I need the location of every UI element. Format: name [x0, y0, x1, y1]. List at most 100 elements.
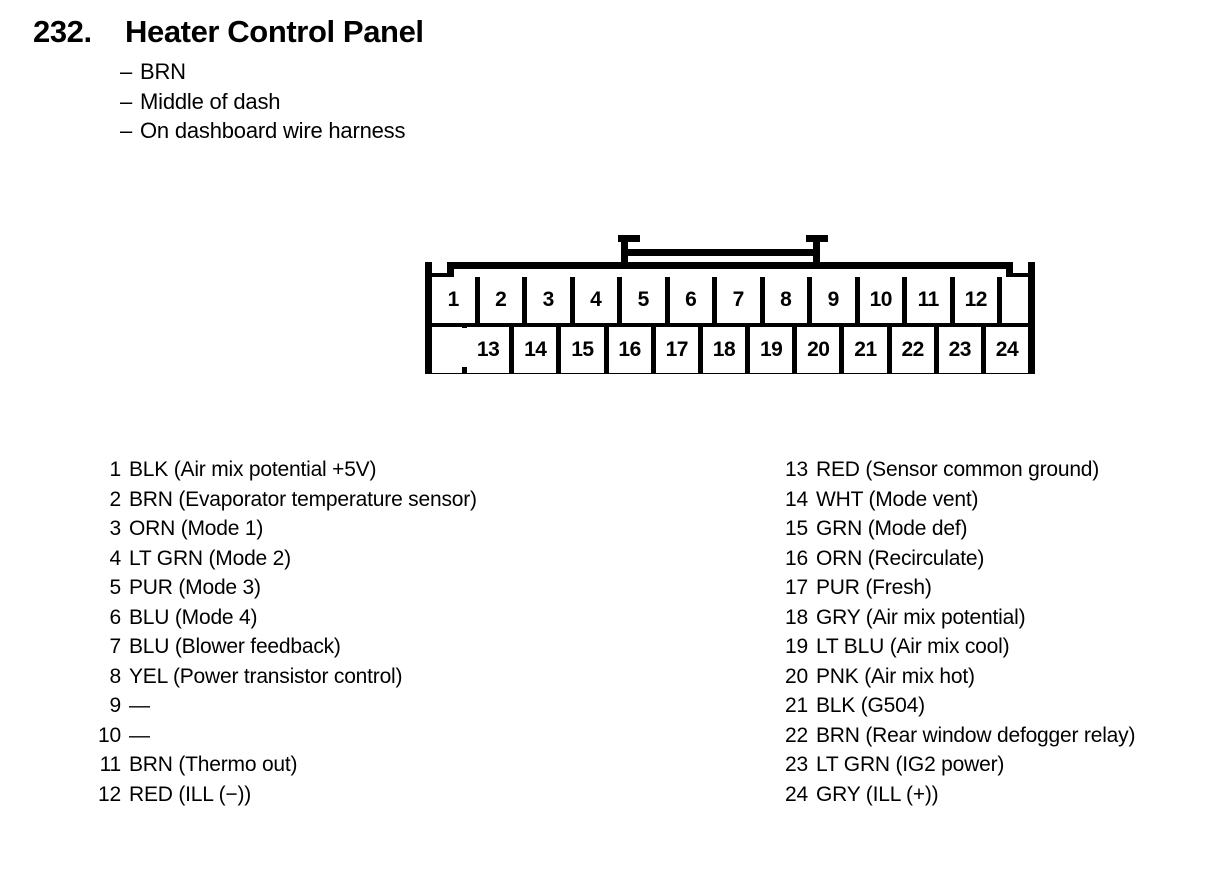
section-number: 232. [33, 14, 92, 49]
pin-label: PUR (Mode 3) [129, 576, 261, 599]
header-bullet-item: – BRN [120, 57, 933, 87]
header-bullet-item: – On dashboard wire harness [120, 116, 933, 146]
pin-list-item: 23 LT GRN (IG2 power) [780, 750, 1135, 780]
connector-pin: 19 [750, 327, 793, 373]
pin-number: 16 [785, 546, 808, 570]
connector-pin: 10 [859, 277, 902, 323]
pin-number: 4 [109, 546, 122, 570]
pin-number: 20 [785, 664, 808, 688]
pin-label: LT BLU (Air mix cool) [816, 635, 1010, 658]
connector-pin: 23 [938, 327, 981, 373]
pin-label: PUR (Fresh) [816, 576, 932, 599]
pin-list-item: 17 PUR (Fresh) [780, 573, 1135, 603]
pin-number: 8 [109, 664, 122, 688]
pin-number: 18 [785, 605, 808, 629]
connector-latch-bar [624, 249, 820, 256]
connector-pin-row-bottom: 13 14 15 16 17 18 19 20 21 22 23 24 [432, 327, 1029, 373]
pin-label: BRN (Evaporator temperature sensor) [129, 487, 477, 511]
pin-number: 9 [109, 694, 122, 717]
pin-list-item: 21 BLK (G504) [780, 691, 1135, 721]
pin-number: 1 [109, 458, 122, 481]
connector-pin: 12 [954, 277, 997, 323]
pin-number: 11 [99, 753, 122, 776]
connector-pin: 4 [574, 277, 617, 323]
connector-pin: 14 [514, 327, 557, 373]
connector-pin: 7 [717, 277, 760, 323]
pin-list-item: 13 RED (Sensor common ground) [780, 455, 1135, 485]
header-bullet-label: BRN [140, 59, 186, 84]
header-bullet-list: – BRN – Middle of dash – On dashboard wi… [33, 57, 933, 146]
dash-icon: – [120, 59, 133, 84]
pin-number: 5 [109, 576, 122, 599]
connector-pin: 17 [655, 327, 698, 373]
pin-list-item: 2 BRN (Evaporator temperature sensor) [93, 485, 477, 515]
pin-list-item: 4 LT GRN (Mode 2) [93, 544, 477, 574]
pin-label: BLK (G504) [816, 694, 925, 717]
pin-list-item: 15 GRN (Mode def) [780, 514, 1135, 544]
pin-label: ORN (Recirculate) [816, 546, 985, 570]
pin-label: BLU (Blower feedback) [129, 635, 341, 658]
pin-list-right: 13 RED (Sensor common ground) 14 WHT (Mo… [780, 455, 1135, 809]
connector-notch-left [432, 262, 454, 280]
pin-label: PNK (Air mix hot) [816, 664, 975, 688]
connector-pin: 13 [467, 327, 510, 373]
pin-label: BRN (Thermo out) [129, 753, 298, 776]
pin-number: 22 [785, 723, 808, 747]
pin-number: 7 [109, 635, 122, 658]
pin-list-item: 12 RED (ILL (−)) [93, 780, 477, 810]
pin-label: GRN (Mode def) [816, 517, 968, 540]
pin-number: 12 [98, 782, 121, 806]
pin-list-item: 18 GRY (Air mix potential) [780, 603, 1135, 633]
connector-diagram: 1 2 3 4 5 6 7 8 9 10 11 12 13 14 15 16 1… [425, 232, 1035, 374]
pin-list-item: 8 YEL (Power transistor control) [93, 662, 477, 692]
pin-number: 13 [785, 458, 808, 481]
pin-list-item: 6 BLU (Mode 4) [93, 603, 477, 633]
pin-number: 19 [785, 635, 808, 658]
connector-pin: 9 [812, 277, 855, 323]
connector-keyway-right [1002, 277, 1028, 323]
connector-keyway-left [432, 327, 462, 373]
pin-number: 21 [785, 694, 808, 717]
pin-list-item: 5 PUR (Mode 3) [93, 573, 477, 603]
pin-label: BLU (Mode 4) [129, 605, 258, 629]
pin-number: 6 [109, 605, 122, 629]
header-bullet-label: Middle of dash [140, 88, 281, 114]
pin-label: LT GRN (Mode 2) [129, 546, 291, 570]
pin-list-item: 14 WHT (Mode vent) [780, 485, 1135, 515]
page-title: 232. Heater Control Panel [33, 12, 933, 52]
pin-label: ORN (Mode 1) [129, 517, 264, 540]
pin-list-item: 19 LT BLU (Air mix cool) [780, 632, 1135, 662]
connector-notch-right [1006, 262, 1028, 280]
dash-icon: – [120, 88, 133, 114]
pin-label: RED (Sensor common ground) [816, 458, 1100, 481]
connector-pin: 20 [797, 327, 840, 373]
pin-list-item: 7 BLU (Blower feedback) [93, 632, 477, 662]
connector-pin: 11 [907, 277, 950, 323]
connector-latch-post-left [621, 235, 628, 269]
page-header: 232. Heater Control Panel – BRN – Middle… [33, 12, 933, 146]
connector-pin: 2 [479, 277, 522, 323]
connector-row-divider [432, 323, 1028, 328]
pin-number: 24 [785, 782, 808, 806]
pin-label: YEL (Power transistor control) [129, 664, 403, 688]
connector-pin: 18 [702, 327, 746, 373]
pin-list-item: 10 — [93, 721, 477, 751]
pin-label: — [129, 694, 150, 717]
connector-pin: 16 [608, 327, 651, 373]
pin-number: 3 [109, 517, 122, 540]
pin-list-item: 20 PNK (Air mix hot) [780, 662, 1135, 692]
pin-label: LT GRN (IG2 power) [816, 753, 1005, 776]
pin-number: 14 [785, 487, 808, 511]
pin-label: GRY (ILL (+)) [816, 782, 939, 806]
connector-pin: 5 [622, 277, 665, 323]
pin-list-item: 22 BRN (Rear window defogger relay) [780, 721, 1135, 751]
header-bullet-label: On dashboard wire harness [140, 118, 406, 143]
pin-label: BLK (Air mix potential +5V) [129, 458, 377, 481]
pin-number: 2 [109, 487, 122, 511]
pin-label: RED (ILL (−)) [129, 782, 252, 806]
pin-list-left: 1 BLK (Air mix potential +5V) 2 BRN (Eva… [93, 455, 477, 809]
pin-number: 23 [785, 753, 808, 776]
pin-number: 15 [785, 517, 808, 540]
dash-icon: – [120, 118, 133, 143]
pin-label: GRY (Air mix potential) [816, 605, 1026, 629]
